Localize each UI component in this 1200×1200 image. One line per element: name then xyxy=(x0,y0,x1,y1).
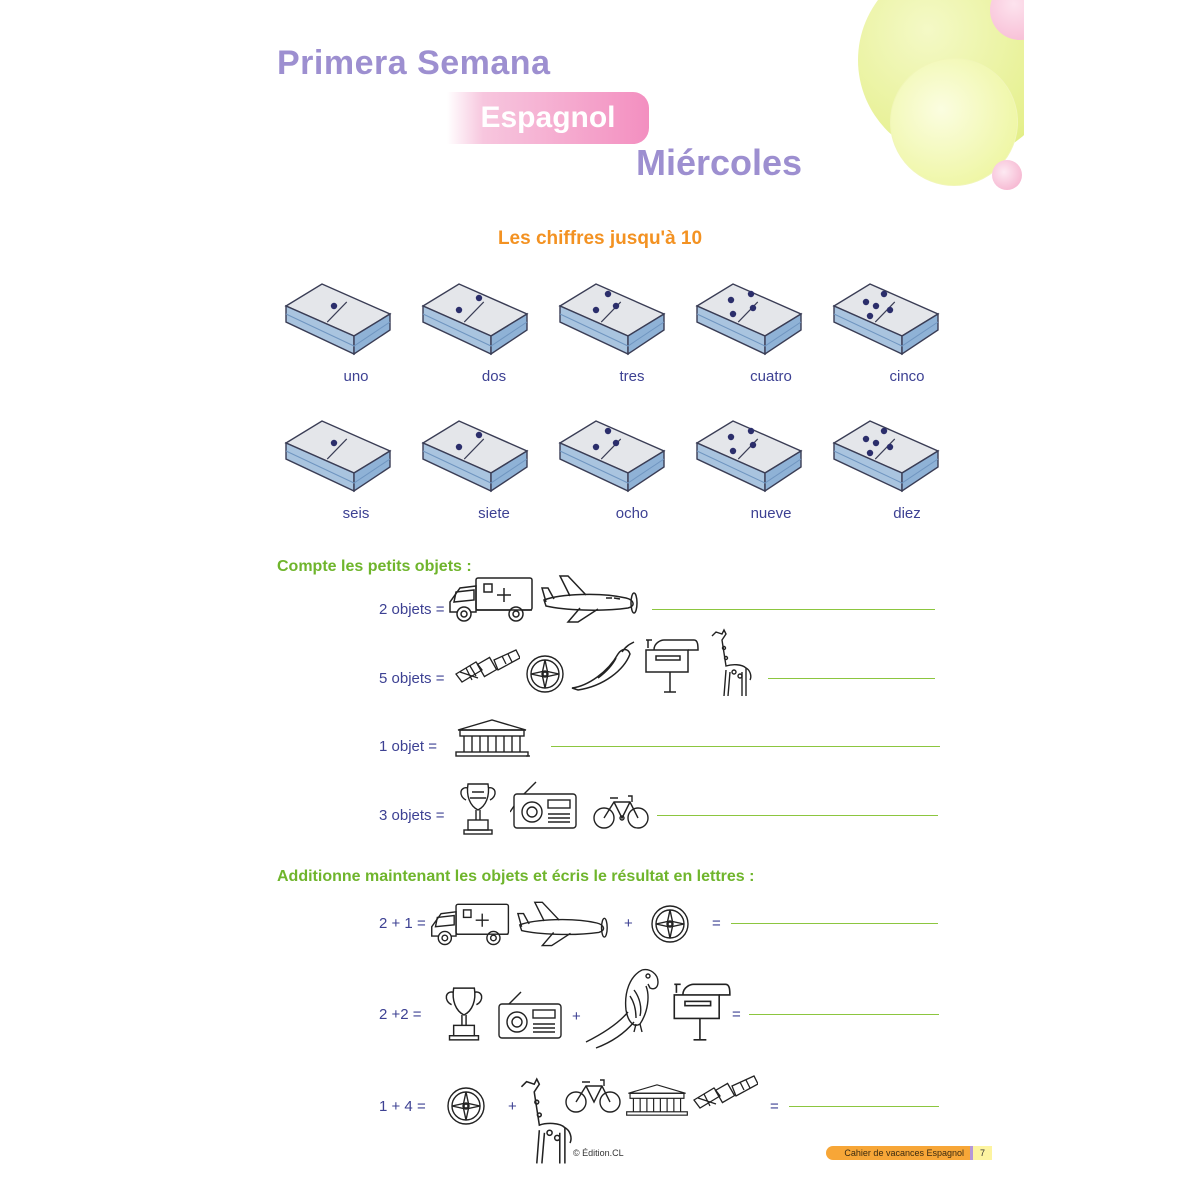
plus-sign: + xyxy=(624,915,633,932)
equals-sign: = xyxy=(712,915,721,932)
compass-icon xyxy=(525,654,565,694)
domino-word: cuatro xyxy=(750,368,792,385)
domino-seis xyxy=(282,417,394,499)
domino-word: ocho xyxy=(615,505,649,522)
domino-dos xyxy=(419,280,531,362)
domino-word: tres xyxy=(619,368,645,385)
equals-sign: = xyxy=(732,1006,741,1023)
domino-word: uno xyxy=(343,368,369,385)
domino-diez xyxy=(830,417,942,499)
domino-word: cinco xyxy=(889,368,925,385)
add-section-heading: Additionne maintenant les objets et écri… xyxy=(277,868,755,885)
plus-sign: + xyxy=(508,1098,517,1115)
trophy-icon xyxy=(456,780,500,838)
copyright-text: © Édition.CL xyxy=(573,1148,624,1158)
domino-word: nueve xyxy=(750,505,792,522)
page-title: Primera Semana xyxy=(277,44,551,82)
radio-icon xyxy=(510,780,580,832)
add-row-label: 2 + 1 = xyxy=(379,915,426,932)
mailbox-icon xyxy=(642,636,700,694)
answer-line[interactable] xyxy=(551,746,940,747)
giraffe-icon xyxy=(516,1074,578,1166)
ambulance-icon xyxy=(446,572,538,624)
domino-uno xyxy=(282,280,394,362)
decor-bubble-pink-small xyxy=(992,160,1022,190)
count-row-label: 1 objet = xyxy=(379,738,437,755)
book-title-tab: Cahier de vacances Espagnol xyxy=(826,1146,970,1160)
compass-icon xyxy=(446,1086,486,1126)
giraffe-icon xyxy=(708,626,756,698)
count-row-label: 2 objets = xyxy=(379,601,445,618)
bicycle-icon xyxy=(592,790,650,830)
answer-line[interactable] xyxy=(749,1014,939,1015)
domino-nueve xyxy=(693,417,805,499)
building-icon xyxy=(625,1082,689,1118)
compass-icon xyxy=(650,904,690,944)
day-title: Miércoles xyxy=(636,142,803,183)
domino-cinco xyxy=(830,280,942,362)
domino-word: diez xyxy=(893,505,921,522)
domino-siete xyxy=(419,417,531,499)
count-section-heading: Compte les petits objets : xyxy=(277,558,472,575)
satellite-icon xyxy=(454,648,520,688)
count-row-label: 5 objets = xyxy=(379,670,445,687)
domino-word: seis xyxy=(342,505,370,522)
building-icon xyxy=(454,718,530,758)
count-row-label: 3 objets = xyxy=(379,807,445,824)
plus-sign: + xyxy=(572,1008,581,1025)
mailbox-icon xyxy=(670,980,732,1042)
answer-line[interactable] xyxy=(657,815,938,816)
airplane-icon xyxy=(516,898,610,948)
answer-line[interactable] xyxy=(731,923,938,924)
domino-word: siete xyxy=(478,505,510,522)
satellite-icon xyxy=(692,1074,758,1114)
equals-sign: = xyxy=(770,1098,779,1115)
page-number: 7 xyxy=(970,1146,992,1160)
answer-line[interactable] xyxy=(768,678,935,679)
answer-line[interactable] xyxy=(789,1106,939,1107)
domino-cuatro xyxy=(693,280,805,362)
answer-line[interactable] xyxy=(652,609,935,610)
ambulance-icon xyxy=(428,898,514,948)
domino-ocho xyxy=(556,417,668,499)
bicycle-icon xyxy=(564,1074,622,1114)
subject-pill: Espagnol xyxy=(447,92,649,144)
add-row-label: 1 + 4 = xyxy=(379,1098,426,1115)
chili-pepper-icon xyxy=(568,640,638,692)
lesson-subtitle: Les chiffres jusqu'à 10 xyxy=(497,228,703,249)
trophy-icon xyxy=(440,984,488,1044)
airplane-icon xyxy=(540,572,640,624)
parrot-icon xyxy=(584,962,664,1050)
domino-tres xyxy=(556,280,668,362)
add-row-label: 2 +2 = xyxy=(379,1006,422,1023)
radio-icon xyxy=(495,990,565,1042)
domino-word: dos xyxy=(481,368,507,385)
decor-edge-white xyxy=(1024,0,1200,1200)
